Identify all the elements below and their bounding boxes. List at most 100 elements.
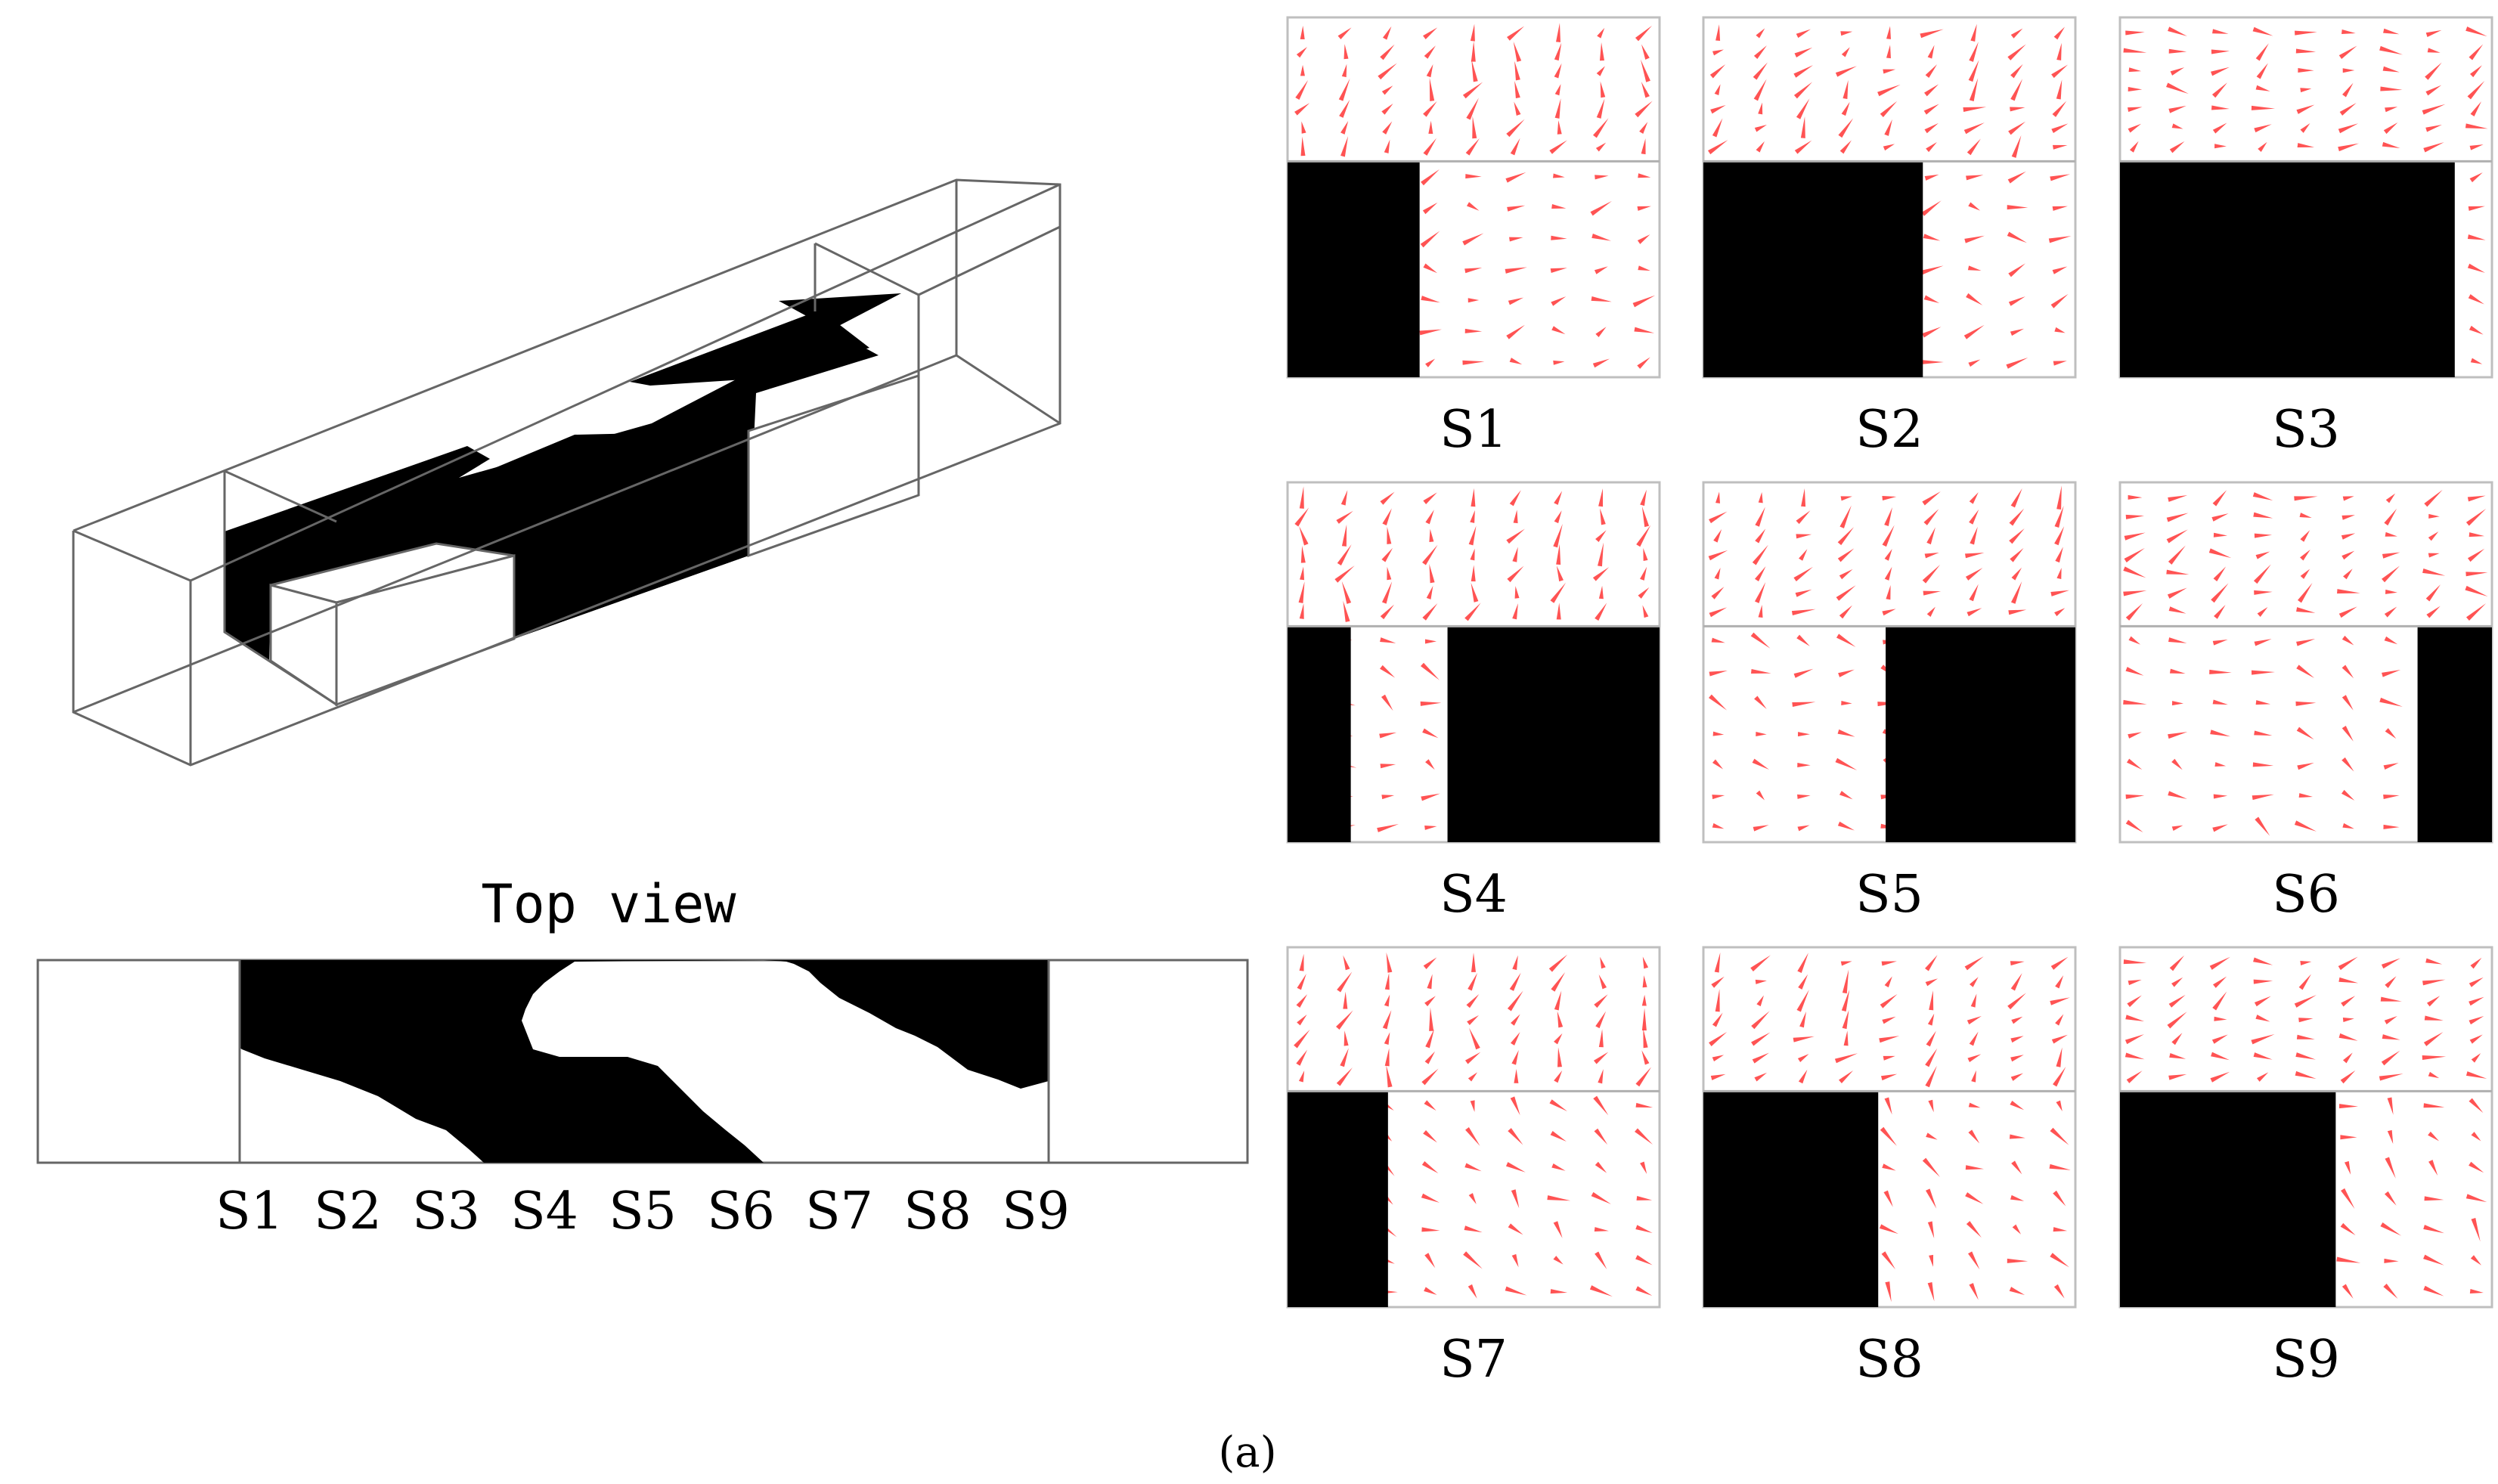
velocity-vector	[1708, 694, 1728, 711]
section-panel-s8: S8	[1702, 946, 2077, 1390]
velocity-vector	[2385, 1157, 2396, 1179]
velocity-vector	[2251, 105, 2276, 110]
velocity-vector	[1511, 1050, 1519, 1065]
velocity-vector	[2383, 824, 2400, 829]
velocity-vector	[2168, 495, 2188, 502]
velocity-vector	[2343, 569, 2353, 580]
velocity-vector	[1510, 1032, 1520, 1046]
velocity-vector	[2166, 513, 2189, 522]
velocity-vector	[2469, 172, 2483, 183]
velocity-vector	[2126, 758, 2143, 770]
velocity-vector	[1969, 42, 1979, 62]
velocity-vector	[2256, 1072, 2269, 1082]
velocity-vector	[1755, 507, 1765, 527]
velocity-vector	[1593, 118, 1609, 138]
velocity-vector	[1885, 1281, 1892, 1303]
velocity-vector	[1421, 793, 1440, 801]
velocity-vector	[1967, 265, 1982, 271]
velocity-vector	[2385, 107, 2398, 113]
velocity-vector	[2209, 669, 2232, 674]
velocity-vector	[1470, 23, 1475, 42]
velocity-vector	[1509, 358, 1523, 365]
velocity-vector	[1842, 1009, 1849, 1030]
velocity-vector	[2171, 758, 2183, 770]
velocity-vector	[1882, 609, 1896, 616]
velocity-vector	[1595, 1011, 1607, 1029]
velocity-vector	[2168, 994, 2186, 1008]
velocity-vector	[1510, 1096, 1520, 1116]
velocity-vector	[1549, 140, 1567, 154]
velocity-vector	[2210, 730, 2231, 737]
velocity-vector	[1470, 510, 1475, 523]
velocity-vector	[2425, 62, 2442, 80]
section-label: S9	[2272, 1330, 2340, 1390]
velocity-vector	[1710, 1073, 1726, 1080]
velocity-vector	[1554, 84, 1561, 96]
velocity-vector	[2048, 236, 2072, 243]
velocity-vector	[1337, 27, 1352, 39]
velocity-vector	[2168, 606, 2187, 614]
velocity-vector	[1425, 1029, 1434, 1049]
section-label: S5	[1855, 865, 1923, 925]
velocity-vector	[1924, 122, 1939, 134]
velocity-vector	[1551, 204, 1567, 209]
velocity-vector	[2008, 609, 2027, 615]
velocity-vector	[1506, 528, 1525, 544]
velocity-vector	[2171, 1033, 2183, 1046]
velocity-vector	[1758, 102, 1763, 115]
velocity-vector	[1884, 119, 1892, 136]
velocity-vector	[2252, 492, 2273, 501]
velocity-vector	[2128, 494, 2143, 500]
velocity-vector	[2254, 533, 2273, 538]
velocity-vector	[2426, 996, 2441, 1007]
section-label: S3	[2272, 400, 2340, 460]
velocity-vector	[2211, 67, 2230, 76]
velocity-vector	[1797, 1054, 1809, 1063]
velocity-vector	[2465, 26, 2487, 37]
velocity-vector	[1554, 1070, 1563, 1083]
velocity-vector	[1505, 1162, 1526, 1173]
velocity-vector	[2387, 1097, 2394, 1115]
solid-block	[2120, 161, 2455, 377]
velocity-vector	[2469, 65, 2482, 78]
velocity-vector	[1711, 976, 1725, 988]
velocity-vector	[1926, 606, 1935, 617]
velocity-vector	[1969, 78, 1979, 101]
velocity-vector	[2053, 1227, 2068, 1232]
velocity-vector	[2467, 548, 2485, 562]
station-label-s4: S4	[510, 1182, 578, 1241]
velocity-vector	[2342, 82, 2354, 98]
velocity-vector	[1924, 174, 1939, 181]
velocity-vector	[1837, 729, 1855, 737]
velocity-vector	[2336, 1256, 2361, 1263]
velocity-vector	[1969, 509, 1979, 525]
velocity-vector	[1883, 144, 1895, 151]
velocity-vector	[1596, 66, 1605, 76]
velocity-vector	[1929, 1254, 1934, 1267]
velocity-vector	[1550, 582, 1567, 603]
velocity-vector	[2423, 1254, 2444, 1266]
velocity-vector	[1712, 49, 1724, 56]
velocity-vector	[2342, 496, 2354, 501]
velocity-vector	[1751, 1011, 1770, 1030]
velocity-vector	[2466, 603, 2487, 621]
velocity-vector	[2011, 1160, 2022, 1175]
velocity-vector	[2298, 583, 2313, 603]
velocity-vector	[1340, 490, 1348, 506]
velocity-vector	[2338, 1104, 2358, 1109]
velocity-vector	[1924, 552, 1939, 559]
velocity-vector	[2171, 701, 2183, 706]
velocity-vector	[1423, 492, 1437, 504]
velocity-vector	[1929, 990, 1934, 1011]
velocity-vector	[1884, 976, 1892, 988]
velocity-vector	[1635, 25, 1653, 42]
velocity-vector	[1835, 66, 1857, 77]
velocity-vector	[1927, 1013, 1935, 1026]
velocity-vector	[1424, 1287, 1437, 1295]
velocity-vector	[1300, 136, 1306, 156]
velocity-vector	[1334, 565, 1355, 583]
velocity-vector	[1838, 118, 1854, 138]
velocity-vector	[1755, 979, 1767, 984]
velocity-vector	[1837, 821, 1855, 831]
